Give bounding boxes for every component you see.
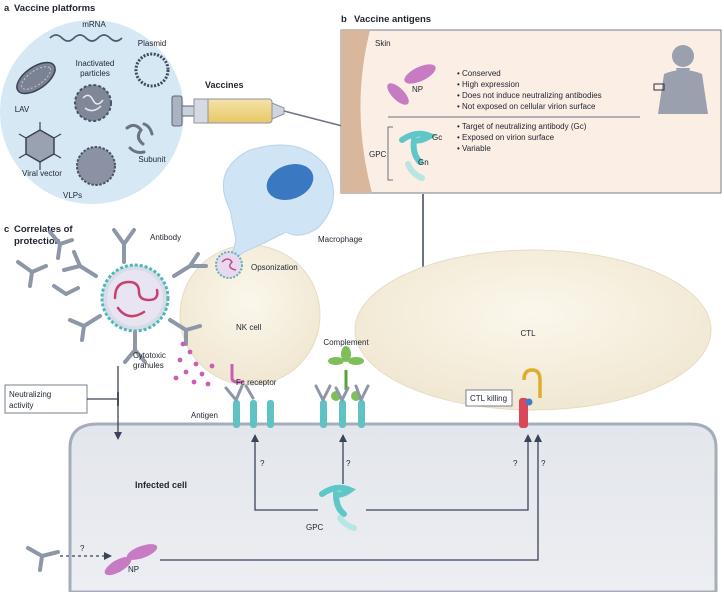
antibody-icons (16, 228, 208, 364)
ctl-killing-box (465, 389, 513, 407)
label-skin: Skin (375, 39, 391, 48)
fc-receptor-icon (230, 364, 244, 384)
viral-vector-icon (18, 122, 62, 170)
np-point-3: • Does not induce neutralizing antibodie… (457, 91, 602, 100)
infected-cell (68, 422, 718, 592)
lav-icon (16, 61, 56, 95)
gpc-point-3: • Variable (457, 144, 491, 153)
label-gc: Gc (432, 133, 442, 142)
vlp-icon (76, 146, 116, 186)
label-q-2: ? (346, 459, 351, 468)
panel-c-letter: c (4, 224, 9, 235)
label-lav: LAV (15, 105, 30, 114)
label-infected-cell: Infected cell (135, 480, 187, 490)
label-gn: Gn (418, 158, 429, 167)
gpc-intracellular-icon (319, 484, 357, 531)
label-neutralizing-1: Neutralizing (9, 390, 51, 399)
label-subunit: Subunit (138, 155, 166, 164)
label-cytotoxic-2: granules (133, 361, 164, 370)
label-inactivated-2: particles (80, 69, 110, 78)
label-q-5: ? (80, 544, 85, 553)
panel-a-title: Vaccine platforms (14, 3, 95, 14)
panel-b-letter: b (341, 14, 347, 25)
ctl-cell (354, 249, 712, 411)
cytotoxic-granules-icon (173, 341, 215, 387)
skin-sample-marker (653, 83, 665, 91)
arrow-gpc-to-ctl (366, 434, 532, 511)
panel-c-title-2: protection (14, 236, 61, 247)
gpc-point-1: • Target of neutralizing antibody (Gc) (457, 122, 587, 131)
virion-icon (100, 263, 170, 333)
label-np-c: NP (128, 565, 139, 574)
label-gpc-b: GPC (369, 150, 387, 159)
subunit-icon (125, 122, 154, 154)
label-macrophage: Macrophage (318, 235, 363, 244)
plasmid-icon (134, 52, 170, 88)
label-plasmid: Plasmid (138, 39, 166, 48)
label-cytotoxic-1: Cytotoxic (133, 351, 166, 360)
panel-c-title-1: Correlates of (14, 224, 73, 235)
label-vlps: VLPs (63, 191, 82, 200)
label-q-1: ? (260, 459, 265, 468)
gpc-point-2: • Exposed on virion surface (457, 133, 555, 142)
gpc-points: • Target of neutralizing antibody (Gc) •… (457, 122, 587, 153)
skin-layer (341, 30, 372, 193)
panel-a-letter: a (4, 3, 10, 14)
gpc-bracket (387, 126, 393, 181)
mrna-icon (49, 34, 123, 42)
panel-b-title: Vaccine antigens (354, 14, 431, 25)
opsonized-virion-icon (215, 251, 243, 279)
arrow-np-to-ctl (160, 434, 542, 561)
antigens-box (340, 29, 722, 194)
syringe-icon (171, 95, 351, 129)
np-antigen-icon (404, 64, 436, 84)
label-antibody: Antibody (150, 233, 181, 242)
macrophage-cell (222, 144, 334, 264)
label-complement: Complement (323, 338, 369, 347)
inactivated-particle-icon (74, 84, 112, 122)
label-fc-receptor: Fc receptor (236, 378, 277, 387)
bound-antibodies (224, 384, 370, 402)
panel-a: a Vaccine platforms mRNA Plasmid LAV Ina… (0, 3, 351, 204)
label-q-3: ? (513, 459, 518, 468)
macrophage-nucleus (266, 164, 314, 200)
label-viral-vector: Viral vector (22, 169, 62, 178)
panel-c: c Correlates of protection Infected cell… (4, 144, 718, 592)
membrane-antigens (233, 400, 365, 428)
label-q-4: ? (541, 459, 546, 468)
np-intracellular-icon-2 (126, 544, 158, 560)
label-ctl-killing: CTL killing (470, 394, 507, 403)
label-nk-cell: NK cell (236, 323, 262, 332)
np-point-1: • Conserved (457, 69, 501, 78)
np-point-2: • High expression (457, 80, 519, 89)
human-silhouette-icon (658, 45, 708, 114)
gpc-antigen-icon (399, 130, 437, 181)
external-antibody-icon (26, 546, 60, 572)
label-opsonization: Opsonization (251, 263, 298, 272)
np-point-4: • Not exposed on cellular virion surface (457, 102, 596, 111)
label-mrna: mRNA (82, 20, 106, 29)
panel-b: b Vaccine antigens Skin NP • Conserved •… (340, 14, 722, 194)
np-points: • Conserved • High expression • Does not… (457, 69, 602, 111)
label-neutralizing-2: activity (9, 401, 33, 410)
label-antigen: Antigen (191, 411, 218, 420)
neutralizing-box (4, 384, 88, 414)
label-np: NP (412, 85, 423, 94)
label-ctl: CTL (520, 329, 536, 338)
label-vaccines: Vaccines (205, 80, 244, 90)
np-antigen-icon-2 (387, 83, 409, 105)
label-inactivated-1: Inactivated (76, 59, 115, 68)
arrow-gpc-to-antigen (251, 434, 318, 511)
np-intracellular-icon (104, 556, 132, 576)
tcr-icon (519, 368, 542, 428)
label-gpc-c: GPC (306, 523, 324, 532)
